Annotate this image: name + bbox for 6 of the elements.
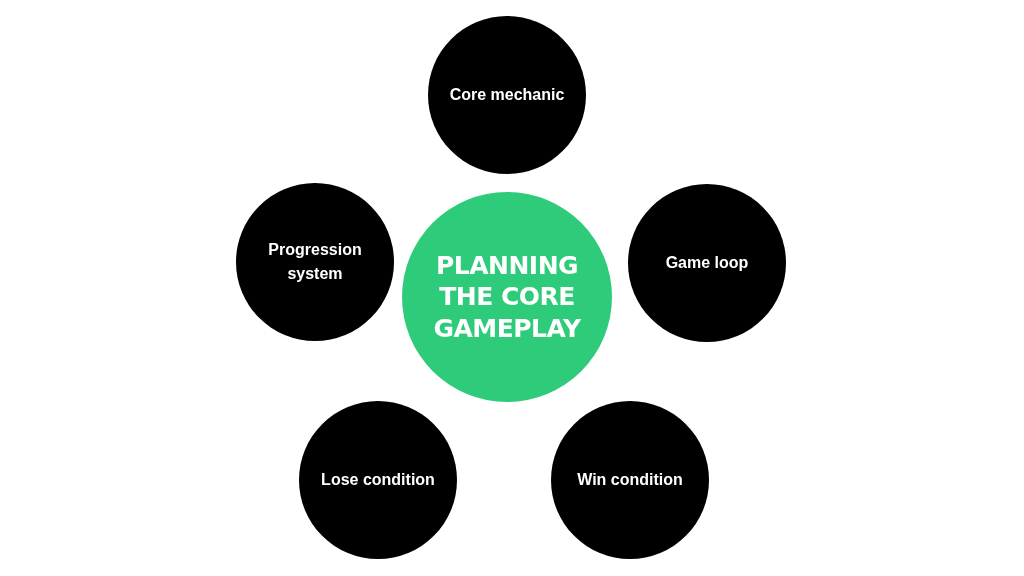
topic-label: Lose condition — [321, 470, 435, 490]
topic-label: Win condition — [577, 470, 683, 490]
topic-label: Core mechanic — [449, 85, 565, 105]
topic-label: Progression system — [267, 240, 363, 284]
topic-label: Game loop — [665, 253, 749, 273]
central-title: PLANNING THE CORE GAMEPLAY — [432, 250, 582, 344]
